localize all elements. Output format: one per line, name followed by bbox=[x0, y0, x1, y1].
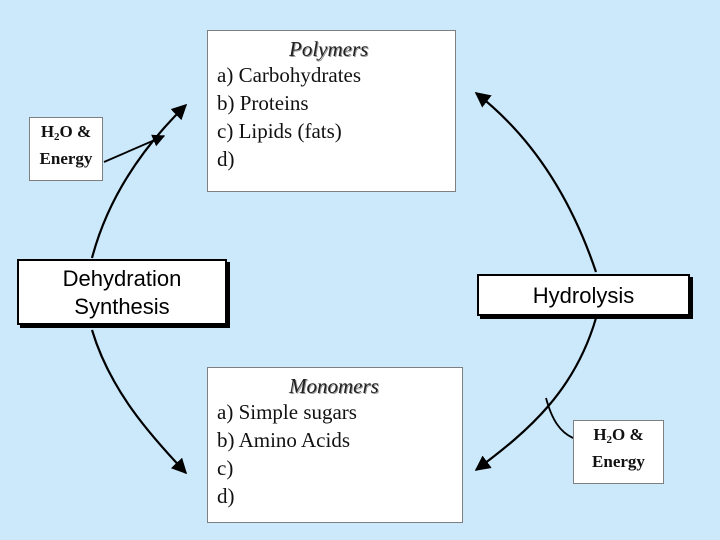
hydrolysis-box: Hydrolysis bbox=[477, 274, 690, 316]
water-energy-input-box: H2O & Energy bbox=[29, 117, 103, 181]
dehydration-label-line2: Synthesis bbox=[74, 294, 170, 319]
arrow-water-in bbox=[103, 134, 166, 163]
water-energy-output-box: H2O & Energy bbox=[573, 420, 664, 484]
monomer-item: b) Amino Acids bbox=[217, 428, 351, 452]
water-label: H2O & bbox=[40, 122, 92, 143]
monomers-title: Monomers bbox=[289, 374, 379, 398]
monomer-item: c) bbox=[217, 456, 234, 480]
dehydration-label-line1: Dehydration bbox=[62, 266, 182, 291]
water-label: H2O & bbox=[593, 425, 644, 446]
arrow-dehydration-down bbox=[90, 329, 188, 475]
polymer-item: b) Proteins bbox=[217, 91, 309, 115]
monomer-item: a) Simple sugars bbox=[217, 400, 357, 424]
hydrolysis-label: Hydrolysis bbox=[532, 283, 635, 308]
polymer-item: d) bbox=[217, 147, 235, 171]
energy-label: Energy bbox=[39, 149, 93, 168]
energy-label: Energy bbox=[592, 452, 645, 471]
polymer-item: c) Lipids (fats) bbox=[217, 119, 342, 143]
arrow-water-out bbox=[545, 397, 574, 439]
arrow-dehydration-up bbox=[90, 103, 188, 259]
polymers-box: Polymers a) Carbohydrates b) Proteins c)… bbox=[207, 30, 456, 192]
arrow-hydrolysis-up bbox=[474, 92, 598, 273]
monomer-item: d) bbox=[217, 484, 235, 508]
dehydration-synthesis-box: Dehydration Synthesis bbox=[17, 259, 227, 325]
polymers-title: Polymers bbox=[289, 37, 369, 61]
polymer-item: a) Carbohydrates bbox=[217, 63, 362, 87]
monomers-box: Monomers a) Simple sugars b) Amino Acids… bbox=[207, 367, 463, 523]
